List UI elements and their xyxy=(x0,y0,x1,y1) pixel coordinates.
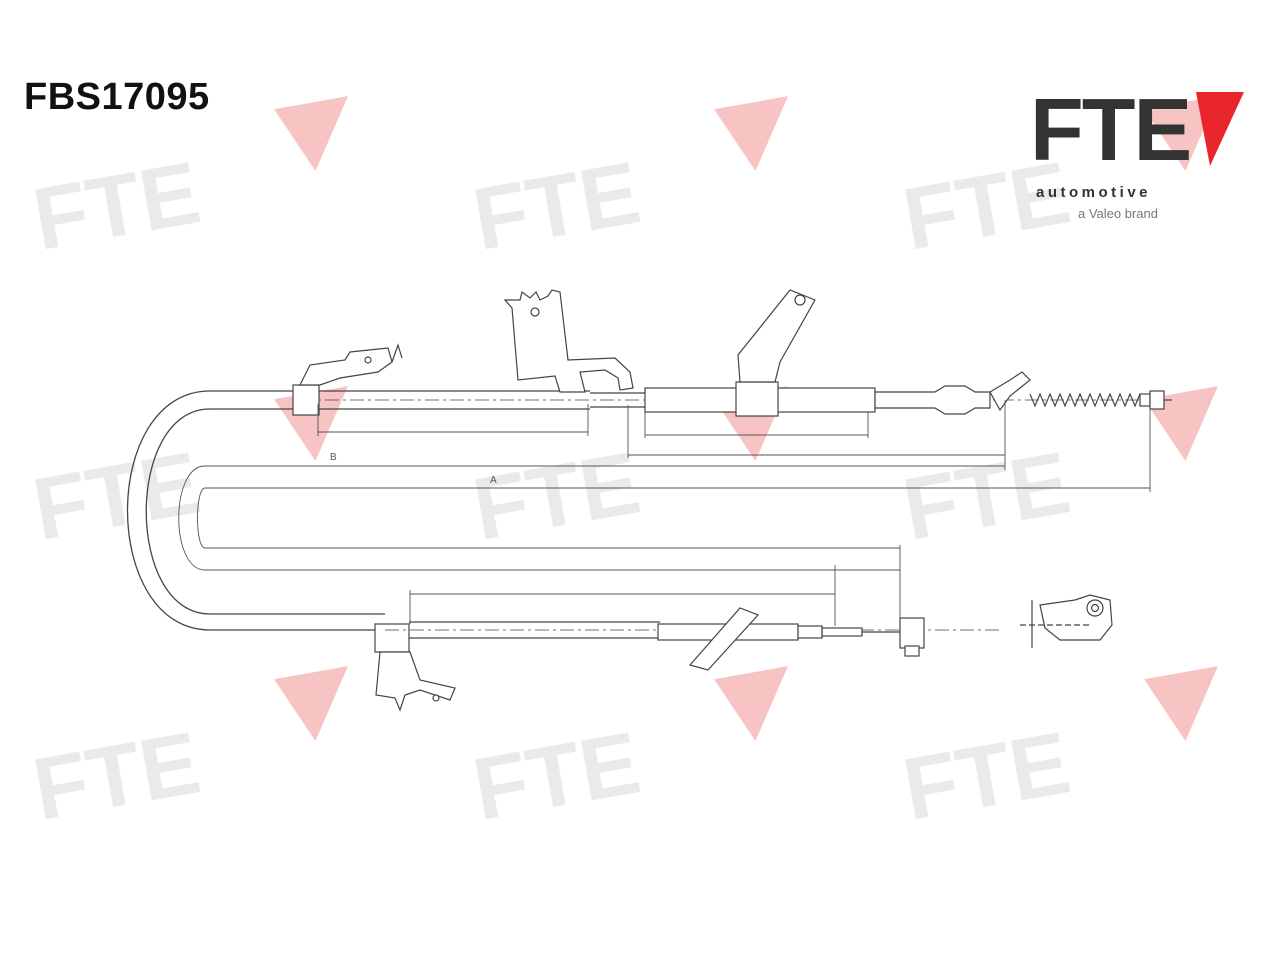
watermark-logo: FTE xyxy=(466,666,788,839)
dimension-lines xyxy=(178,400,1151,626)
watermark-triangle xyxy=(714,666,788,741)
watermark-triangle xyxy=(714,96,788,171)
end-fitting-right xyxy=(874,371,1172,415)
watermark-triangle xyxy=(274,666,348,741)
detail-view-clip xyxy=(1020,594,1113,648)
watermark-logo: FTE xyxy=(26,666,348,839)
watermark-logo: FTE xyxy=(466,96,788,269)
watermark-text: FTE xyxy=(26,432,207,558)
watermark-text: FTE xyxy=(26,142,207,268)
logo-brand-line: a Valeo brand xyxy=(1078,206,1158,221)
watermark-triangle xyxy=(1144,96,1218,171)
watermark-text: FTE xyxy=(466,432,647,558)
watermark-logo: FTE xyxy=(26,96,348,269)
watermark-text: FTE xyxy=(26,712,207,838)
watermark-triangle xyxy=(1144,666,1218,741)
watermark-text: FTE xyxy=(896,712,1077,838)
mount-bracket-left xyxy=(292,343,403,416)
logo-wordmark: FTE xyxy=(1030,80,1192,179)
watermark-logo: FTE xyxy=(896,666,1218,839)
watermark-text: FTE xyxy=(466,142,647,268)
return-spring xyxy=(1029,392,1141,408)
dimension-label-a: A xyxy=(490,475,497,486)
brand-logo: FTE automotive a Valeo brand xyxy=(1030,86,1250,226)
watermark-text: FTE xyxy=(896,432,1077,558)
dimension-label-b: B xyxy=(330,452,337,463)
cable-path xyxy=(126,390,1170,631)
mount-bracket-center xyxy=(503,289,634,393)
watermark-text: FTE xyxy=(466,712,647,838)
watermark-triangle xyxy=(274,96,348,171)
logo-subtitle: automotive xyxy=(1036,184,1152,201)
logo-accent-triangle xyxy=(1196,92,1244,166)
mount-bracket-right xyxy=(644,289,876,417)
end-fitting-bottom xyxy=(657,607,925,671)
part-number: FBS17095 xyxy=(24,76,210,118)
